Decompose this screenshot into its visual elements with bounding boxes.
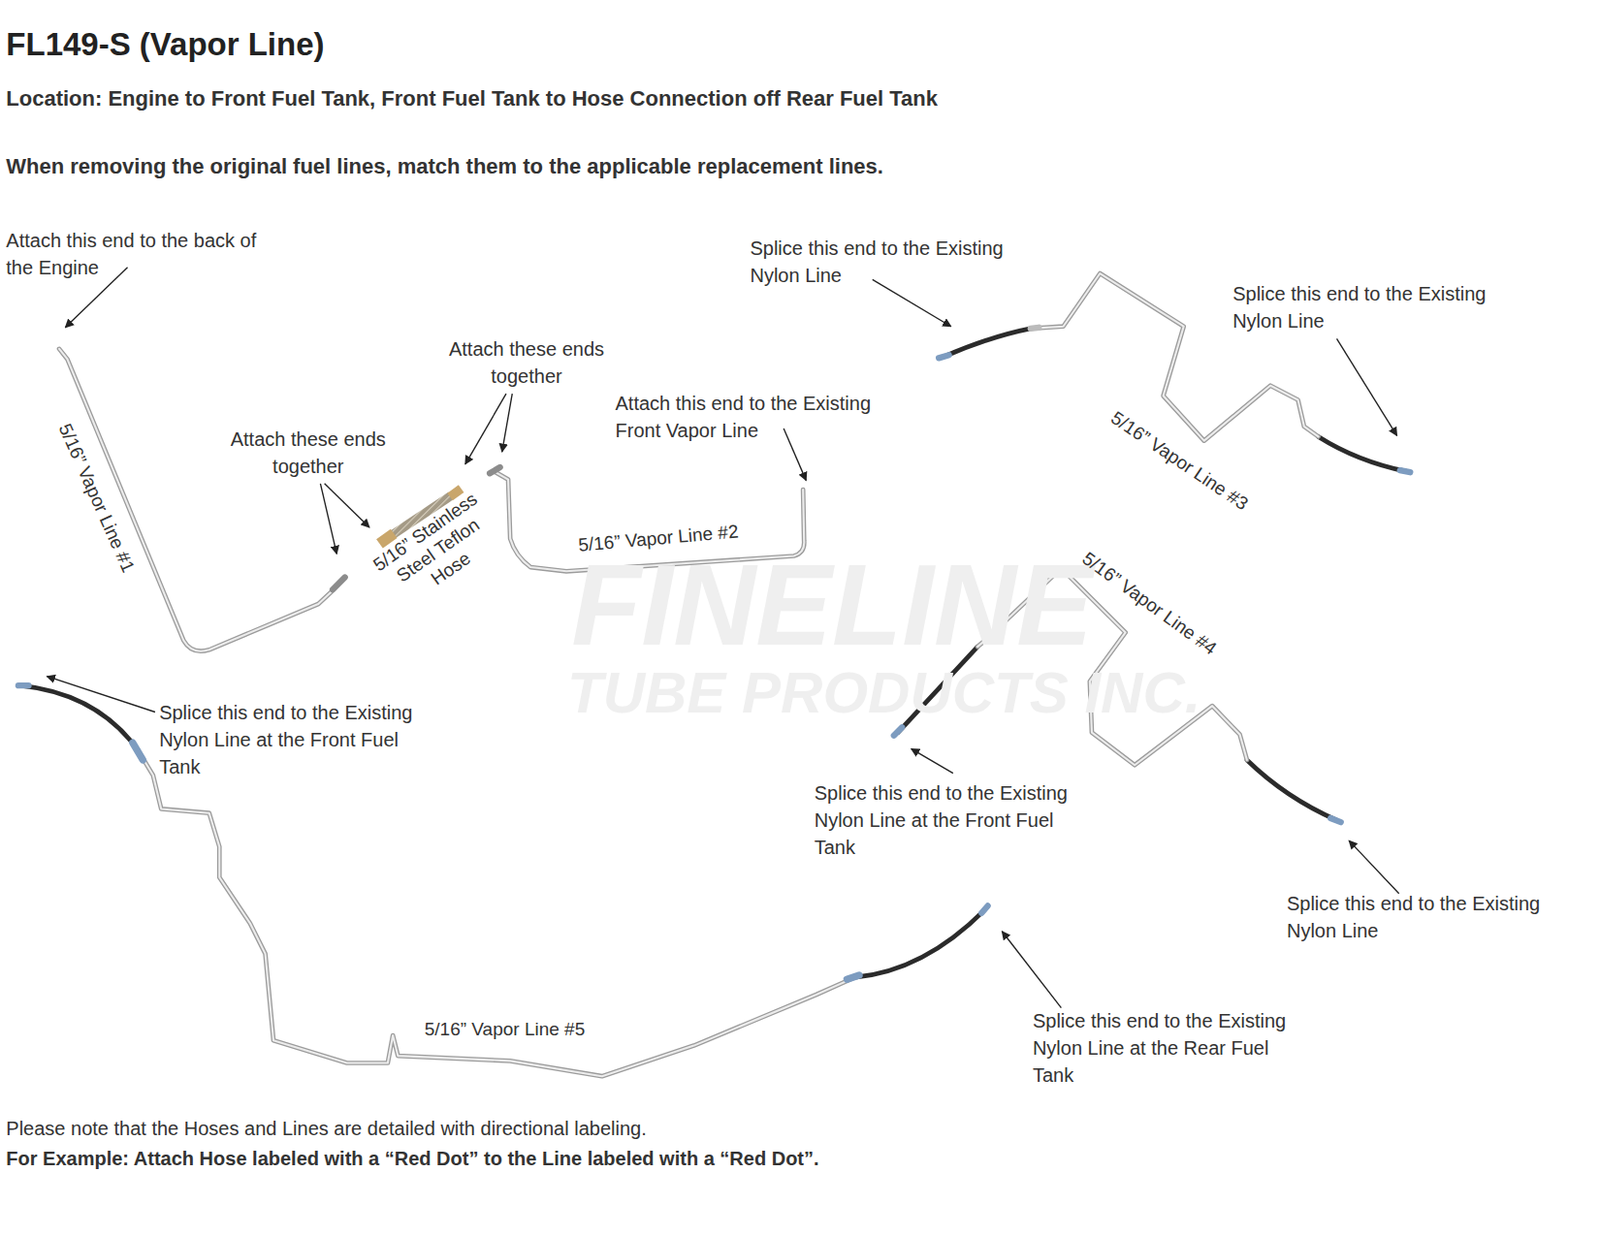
diagram-title: FL149-S (Vapor Line)	[5, 22, 324, 67]
callout: Attach this end to the Existing Front Va…	[615, 389, 888, 445]
part-name: 5/16” Vapor Line #3	[1106, 407, 1252, 515]
leader-arrows	[46, 267, 1399, 1009]
callout: Splice this end to the Existing Nylon Li…	[159, 699, 431, 781]
callout: Attach this end to the back of the Engin…	[5, 226, 278, 282]
callout: Splice this end to the Existing Nylon Li…	[1032, 1007, 1305, 1089]
callout: Splice this end to the Existing Nylon Li…	[1232, 280, 1504, 335]
footnote: For Example: Attach Hose labeled with a …	[5, 1145, 819, 1173]
footnote: Please note that the Hoses and Lines are…	[5, 1115, 646, 1143]
part-name: 5/16” Vapor Line #5	[424, 1017, 586, 1044]
callout: Splice this end to the Existing Nylon Li…	[749, 234, 1022, 289]
callout: Splice this end to the Existing Nylon Li…	[1286, 890, 1559, 945]
callout: Attach these ends together	[429, 335, 624, 390]
callout: Attach these ends together	[211, 425, 406, 480]
fittings	[18, 327, 1410, 980]
nylon-hoses	[20, 328, 1407, 978]
steel-tubes	[59, 273, 1319, 1077]
callout: Splice this end to the Existing Nylon Li…	[814, 779, 1087, 862]
watermark: TUBE PRODUCTS INC.	[567, 652, 1201, 735]
location-note: Location: Engine to Front Fuel Tank, Fro…	[5, 84, 938, 115]
instruction-note: When removing the original fuel lines, m…	[5, 152, 884, 183]
